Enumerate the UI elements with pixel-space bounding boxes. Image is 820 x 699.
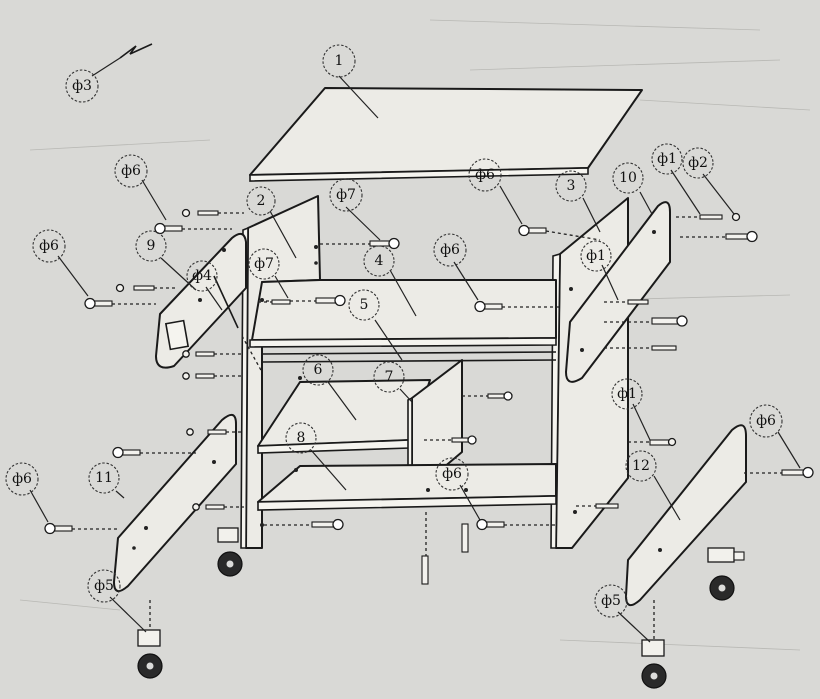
leader-lines xyxy=(29,169,801,643)
callout-hw-phi3: ф3 xyxy=(65,69,99,103)
svg-text:2: 2 xyxy=(257,193,266,209)
callout-part-10: 10 xyxy=(612,162,644,194)
callout-part-7: 7 xyxy=(373,361,405,393)
svg-text:9: 9 xyxy=(147,238,156,254)
svg-text:ф6: ф6 xyxy=(756,413,776,429)
callout-hw-phi6-left-top: ф6 xyxy=(114,154,148,188)
svg-text:ф2: ф2 xyxy=(688,155,708,171)
left-lower-door xyxy=(113,413,237,593)
svg-text:ф6: ф6 xyxy=(39,238,59,254)
callout-hw-phi6-top-center: ф6 xyxy=(468,158,502,192)
callout-hw-phi6-center: ф6 xyxy=(433,233,467,267)
svg-text:ф1: ф1 xyxy=(617,386,637,402)
svg-text:ф6: ф6 xyxy=(121,163,141,179)
callout-hw-phi6-bottom-center: ф6 xyxy=(435,457,469,491)
callout-hw-phi5-left: ф5 xyxy=(87,569,121,603)
svg-text:ф6: ф6 xyxy=(12,471,32,487)
callout-part-12: 12 xyxy=(625,450,657,482)
callout-part-3: 3 xyxy=(555,170,587,202)
callout-hw-phi6-right: ф6 xyxy=(749,404,783,438)
svg-text:ф4: ф4 xyxy=(192,268,212,284)
callout-hw-phi1-low: ф1 xyxy=(611,378,643,410)
svg-text:11: 11 xyxy=(95,470,113,486)
svg-text:ф5: ф5 xyxy=(601,593,621,609)
svg-text:12: 12 xyxy=(632,458,650,474)
svg-text:ф5: ф5 xyxy=(94,578,114,594)
callout-hw-phi2: ф2 xyxy=(682,147,714,179)
svg-text:7: 7 xyxy=(385,369,394,385)
callout-part-9: 9 xyxy=(135,230,167,262)
callout-hw-phi5-right: ф5 xyxy=(594,584,628,618)
svg-text:3: 3 xyxy=(567,178,576,194)
cam-bolts xyxy=(44,222,814,535)
callout-hw-phi7-mid: ф7 xyxy=(248,248,280,280)
callout-part-1: 1 xyxy=(322,44,356,78)
svg-text:1: 1 xyxy=(335,53,344,69)
svg-text:10: 10 xyxy=(619,170,637,186)
svg-text:ф1: ф1 xyxy=(586,248,606,264)
callout-part-8: 8 xyxy=(285,422,317,454)
callout-hw-phi4: ф4 xyxy=(186,260,218,292)
right-upper-door xyxy=(565,201,671,383)
svg-text:ф6: ф6 xyxy=(440,242,460,258)
callout-hw-phi1-mid: ф1 xyxy=(580,240,612,272)
callout-part-6: 6 xyxy=(302,354,334,386)
svg-text:5: 5 xyxy=(360,297,369,313)
svg-text:ф6: ф6 xyxy=(475,167,495,183)
callout-part-2: 2 xyxy=(246,186,276,216)
left-upper-door xyxy=(155,232,247,369)
callout-part-11: 11 xyxy=(88,462,120,494)
svg-text:ф3: ф3 xyxy=(72,78,92,94)
callout-part-4: 4 xyxy=(363,245,395,277)
casters xyxy=(137,527,745,689)
svg-text:ф7: ф7 xyxy=(254,256,274,272)
svg-text:ф6: ф6 xyxy=(442,466,462,482)
small-screws xyxy=(115,208,741,585)
callout-hw-phi6-bottom-left: ф6 xyxy=(5,462,39,496)
svg-text:6: 6 xyxy=(314,362,323,378)
top-board xyxy=(249,75,643,182)
callout-part-5: 5 xyxy=(348,289,380,321)
handle-part xyxy=(91,43,153,77)
svg-text:8: 8 xyxy=(297,430,306,446)
svg-text:4: 4 xyxy=(375,253,384,269)
callout-hw-phi7-top: ф7 xyxy=(329,178,363,212)
svg-text:ф1: ф1 xyxy=(657,151,677,167)
callout-hw-phi1-top: ф1 xyxy=(651,143,683,175)
callout-hw-phi6-left: ф6 xyxy=(32,229,66,263)
svg-text:ф7: ф7 xyxy=(336,187,356,203)
callout-labels: 1 2 3 4 5 6 7 8 9 10 11 12 ф3 ф6 ф6 ф7 ф… xyxy=(5,44,783,618)
